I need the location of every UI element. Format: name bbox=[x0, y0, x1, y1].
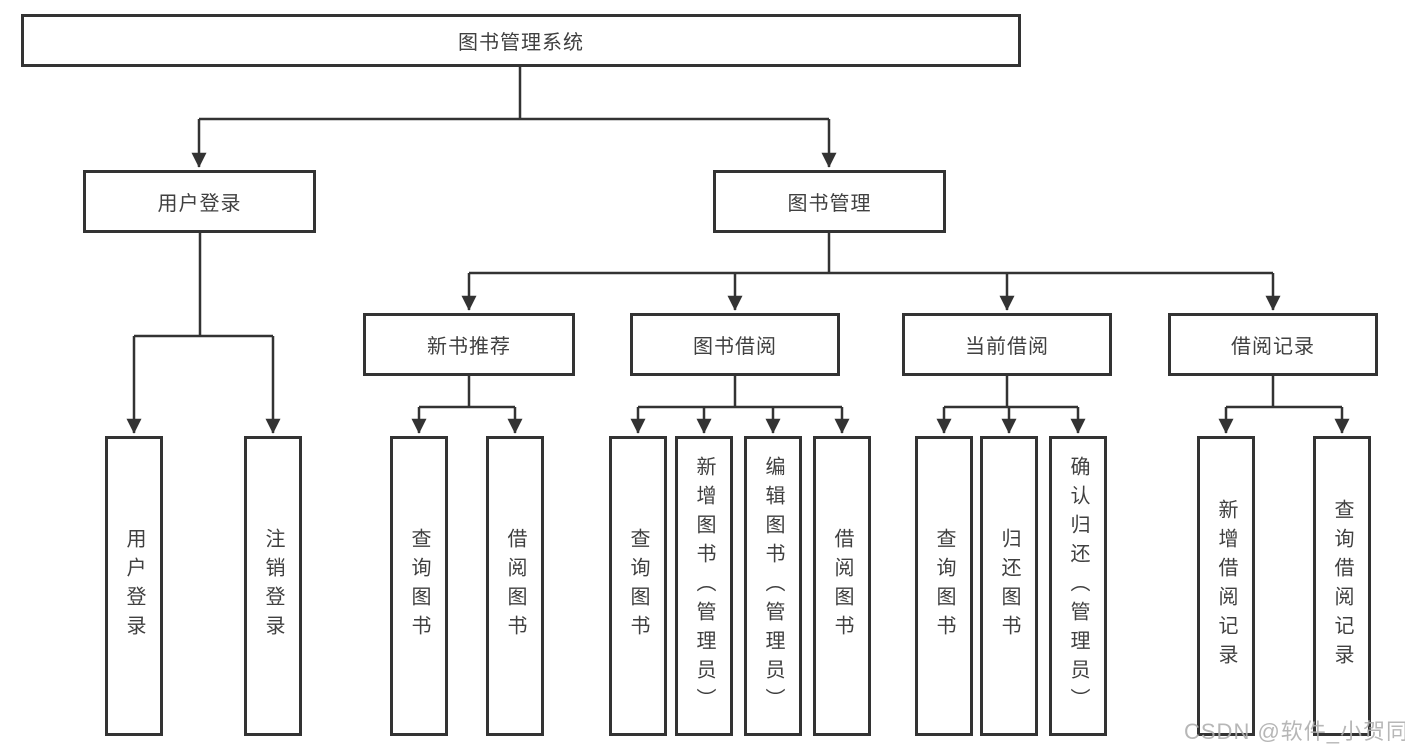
leaf-user-login: 用户登录 bbox=[105, 436, 163, 736]
leaf-logout: 注销登录 bbox=[244, 436, 302, 736]
node-current-borrowing: 当前借阅 bbox=[902, 313, 1112, 376]
node-label: 用户登录 bbox=[157, 193, 242, 215]
connectors-new-book-rec-to-leaves bbox=[411, 376, 523, 434]
node-label: 用户登录 bbox=[123, 528, 145, 644]
connectors-book-borrow-to-leaves bbox=[630, 376, 850, 434]
node-label: 确认归还（管理员） bbox=[1067, 455, 1089, 717]
leaf-newbook-borrow-books: 借阅图书 bbox=[486, 436, 544, 736]
leaf-current-query-books: 查询图书 bbox=[915, 436, 973, 736]
connectors-current-borrow-to-leaves bbox=[936, 376, 1086, 434]
leaf-borrowing-add-books-admin: 新增图书（管理员） bbox=[675, 436, 733, 736]
node-label: 查询图书 bbox=[933, 528, 955, 644]
node-label: 查询图书 bbox=[627, 528, 649, 644]
node-label: 编辑图书（管理员） bbox=[762, 455, 784, 717]
leaf-newbook-query-books: 查询图书 bbox=[390, 436, 448, 736]
node-borrowing-records: 借阅记录 bbox=[1168, 313, 1378, 376]
connectors-root-to-level2 bbox=[191, 67, 837, 168]
leaf-borrowing-edit-books-admin: 编辑图书（管理员） bbox=[744, 436, 802, 736]
node-label: 注销登录 bbox=[262, 528, 284, 644]
connectors-user-login-to-leaves bbox=[126, 233, 281, 434]
connectors-book-management-to-level3 bbox=[461, 233, 1281, 311]
node-label: 图书管理 bbox=[787, 193, 872, 215]
connectors-borrow-records-to-leaves bbox=[1218, 376, 1350, 434]
leaf-records-query-borrow-record: 查询借阅记录 bbox=[1313, 436, 1371, 736]
node-label: 当前借阅 bbox=[965, 336, 1049, 358]
node-label: 图书管理系统 bbox=[458, 32, 584, 54]
leaf-current-return-books: 归还图书 bbox=[980, 436, 1038, 736]
node-label: 新增图书（管理员） bbox=[693, 455, 715, 717]
node-book-borrowing: 图书借阅 bbox=[630, 313, 840, 376]
leaf-records-add-borrow-record: 新增借阅记录 bbox=[1197, 436, 1255, 736]
leaf-borrowing-borrow-books: 借阅图书 bbox=[813, 436, 871, 736]
leaf-borrowing-query-books: 查询图书 bbox=[609, 436, 667, 736]
node-label: 新书推荐 bbox=[427, 336, 511, 358]
node-label: 借阅图书 bbox=[504, 528, 526, 644]
node-label: 归还图书 bbox=[998, 528, 1020, 644]
node-user-login: 用户登录 bbox=[83, 170, 316, 233]
leaf-current-confirm-return-admin: 确认归还（管理员） bbox=[1049, 436, 1107, 736]
csdn-watermark: CSDN @软件_小贺同学 bbox=[1184, 719, 1405, 744]
node-label: 借阅记录 bbox=[1231, 336, 1315, 358]
node-book-management: 图书管理 bbox=[713, 170, 946, 233]
node-label: 查询图书 bbox=[408, 528, 430, 644]
node-label: 图书借阅 bbox=[693, 336, 777, 358]
node-label: 新增借阅记录 bbox=[1215, 499, 1237, 673]
node-label: 查询借阅记录 bbox=[1331, 499, 1353, 673]
node-library-management-system: 图书管理系统 bbox=[21, 14, 1021, 67]
node-new-book-recommendation: 新书推荐 bbox=[363, 313, 575, 376]
node-label: 借阅图书 bbox=[831, 528, 853, 644]
